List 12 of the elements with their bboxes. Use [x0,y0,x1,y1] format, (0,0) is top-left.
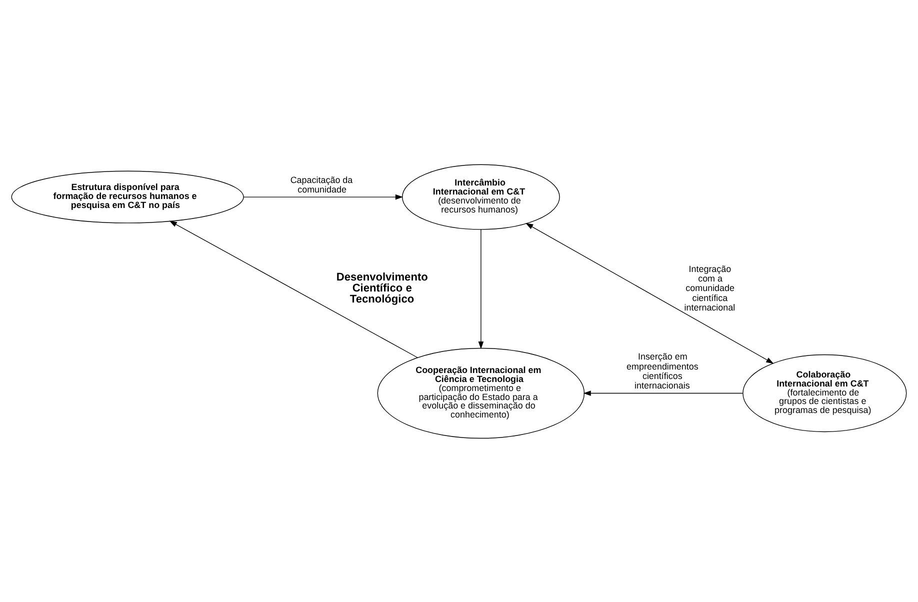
edge-label: Integração com a comunidade científica internacional [684,263,736,312]
arrow [583,390,744,396]
node-ellipse: Cooperação Internacional em Ciência e Tecnologia (comprometimento e participação do Estado para a evolução e disseminação do conhecimento) [377,347,585,438]
edge-label: Desenvolvimento Científico e Tecnológico [336,270,428,305]
arrow [243,194,403,200]
arrow [478,228,484,349]
edge-label: Inserção em empreendimentos científicos internacionais [626,351,698,390]
node-ellipse: Estrutura disponível para formação de recursos humanos e pesquisa em C&T no país [11,170,244,223]
edge-label: Capacitação da comunidade [290,174,353,194]
arrow [169,220,418,358]
arrow [526,222,774,364]
node-ellipse: Colaboração Internacional em C&T (fortalecimento de grupos de cientistas e programas de pesquisa) [742,354,907,432]
